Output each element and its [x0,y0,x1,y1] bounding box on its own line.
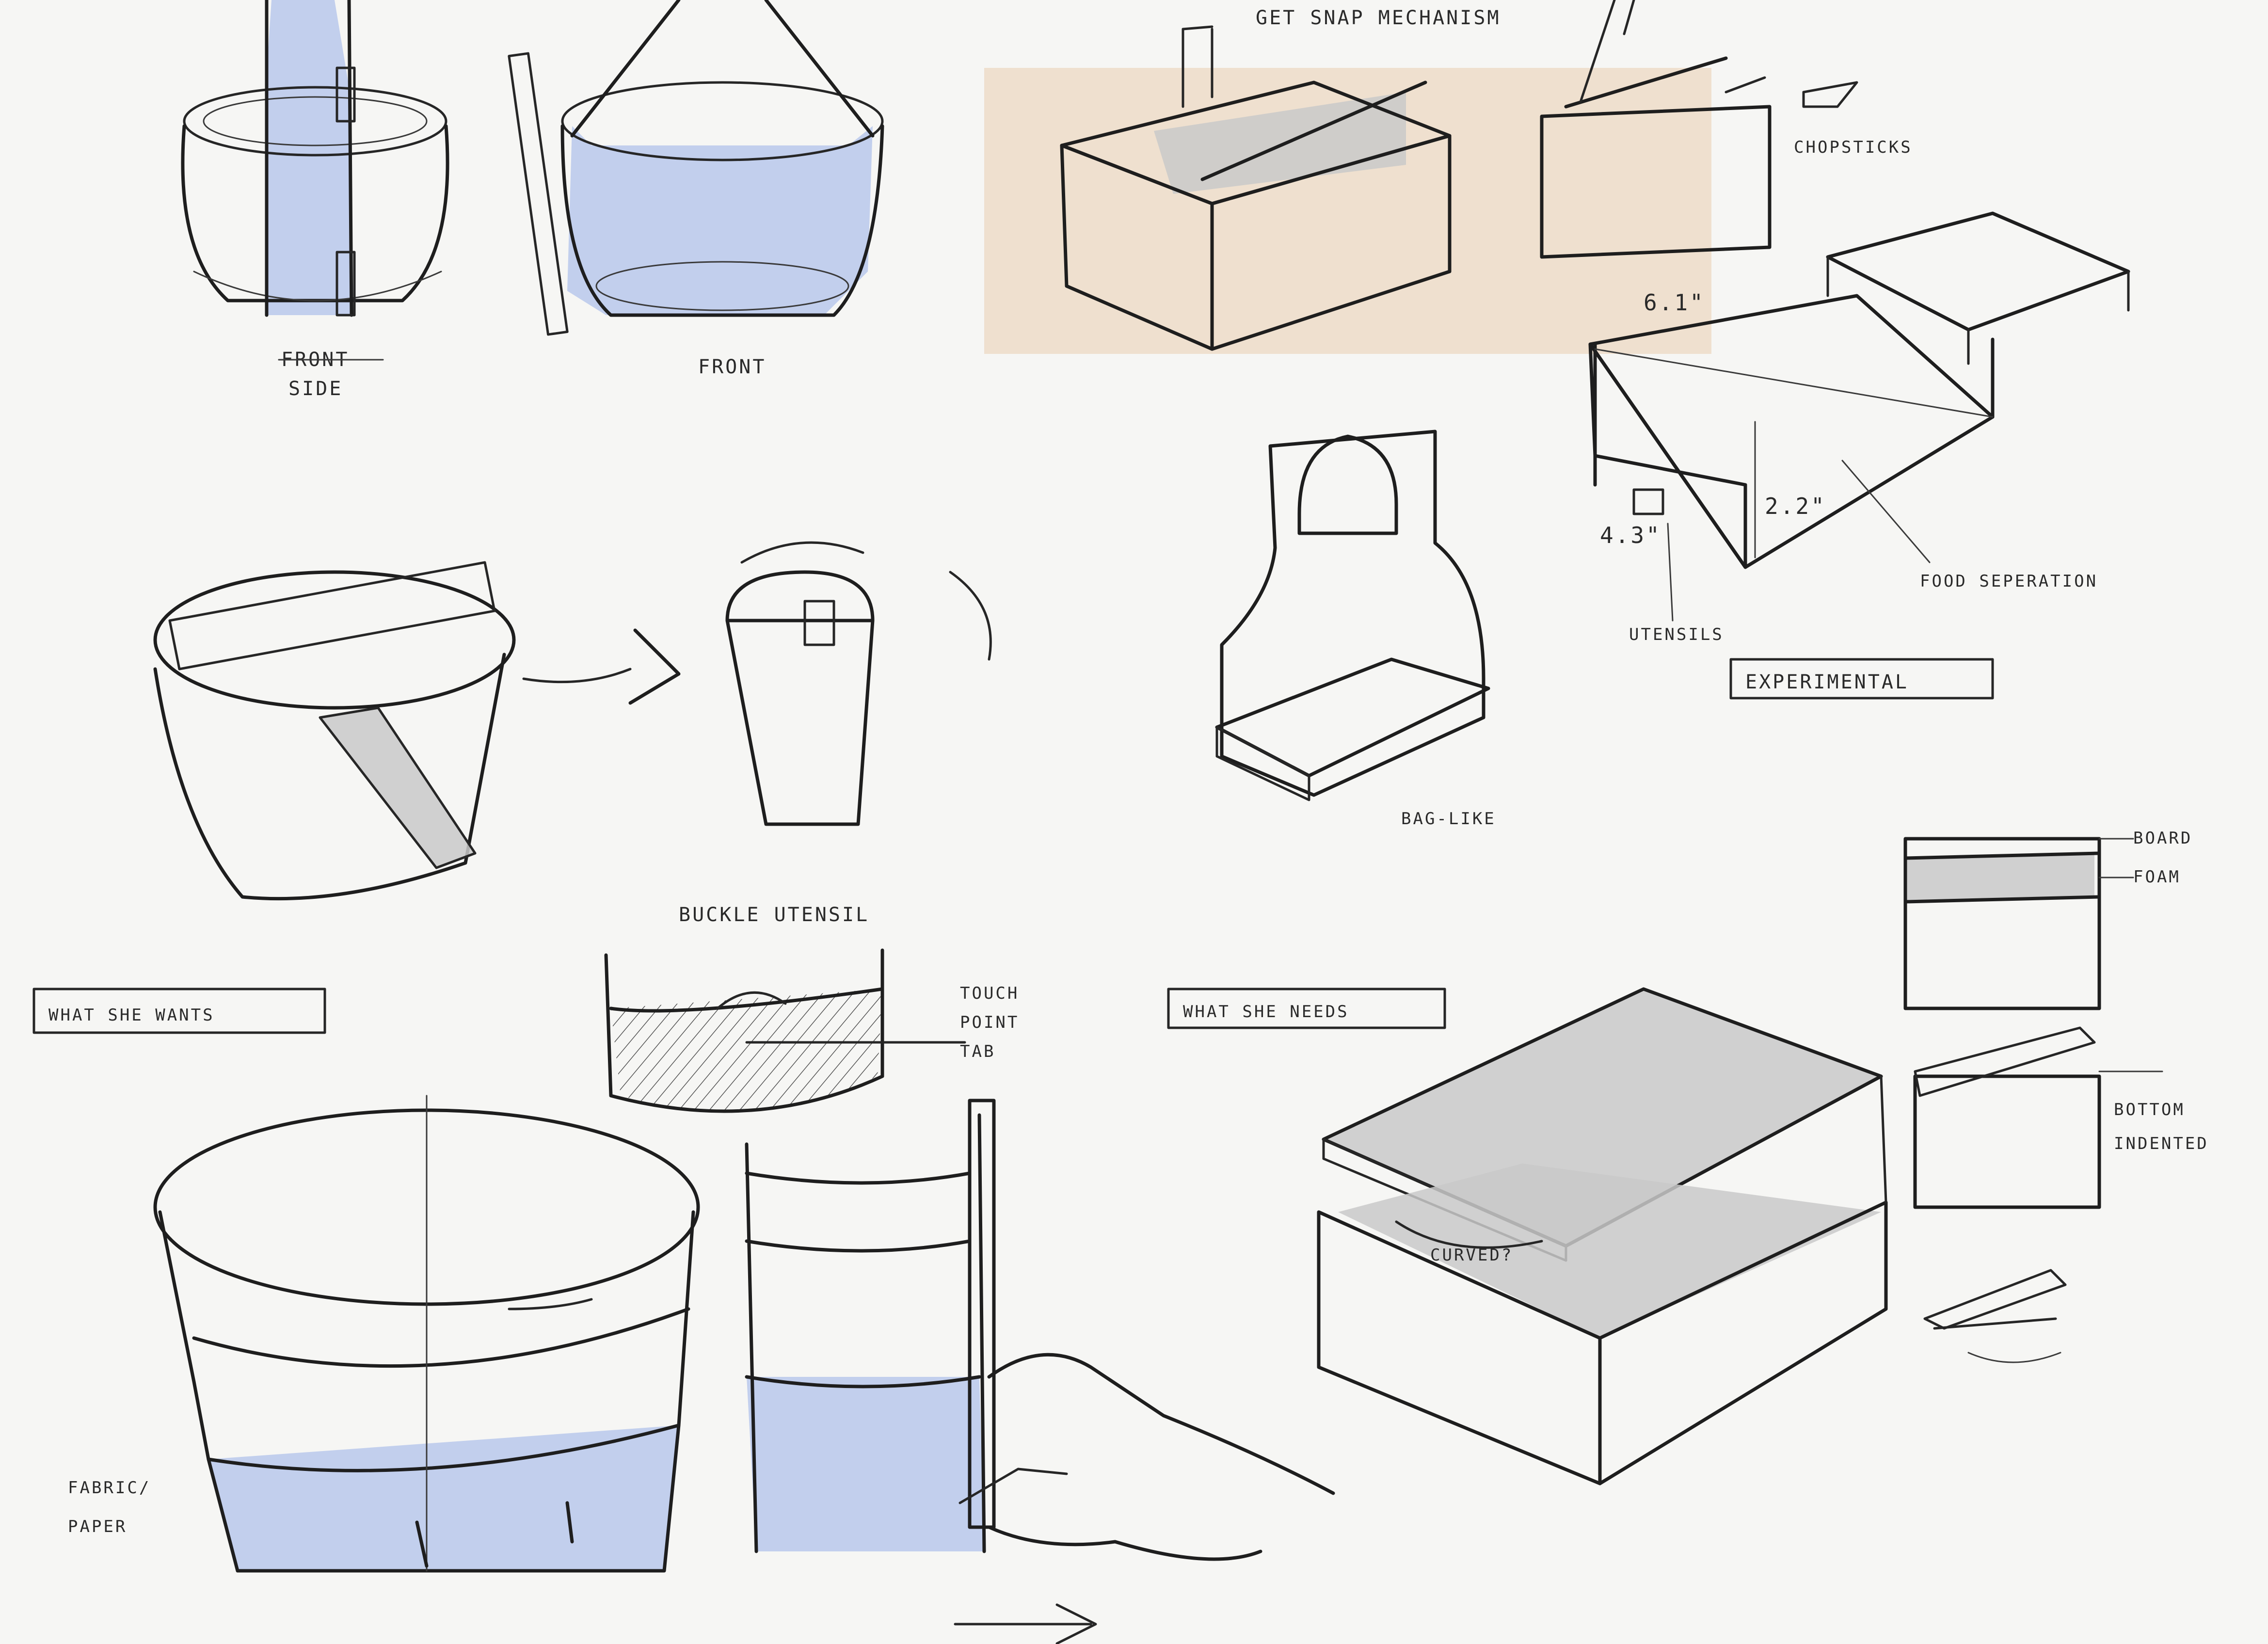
food-separation-label: FOOD SEPERATION [1920,572,2098,591]
point-label: POINT [960,1013,1019,1032]
side-label: SIDE [288,378,343,400]
fabric-label: FABRIC/ [68,1478,151,1498]
experimental-label: EXPERIMENTAL [1745,671,1909,693]
curved-label: CURVED? [1430,1245,1513,1265]
tab-label: TAB [960,1042,995,1061]
stacked-container-hand-sketch [745,1099,1335,1644]
wrapped-bowl-sketch [153,1095,700,1573]
touch-label: TOUCH [960,984,1019,1003]
what-she-wants-frame [32,988,326,1034]
food-separation-arrow [1841,460,1931,563]
bag-like-container-sketch [1215,430,1490,801]
board-foam-section-sketch [1903,837,2134,1010]
snap-box-sketch [984,25,1711,354]
dimension-width-label: 6.1" [1644,289,1705,316]
chopsticks-box-sketch [1540,0,1858,259]
dimension-height-label: 2.2" [1765,493,1826,519]
utensils-arrow [1667,523,1674,622]
paper-label: PAPER [68,1517,127,1536]
board-label: BOARD [2133,829,2192,848]
bag-like-label: BAG-LIKE [1401,809,1496,829]
bottom-label: BOTTOM [2114,1100,2185,1119]
pail-container-sketch [725,541,992,826]
front-label: FRONT [698,356,766,378]
buckle-utensil-bowl-sketch [153,561,681,901]
utensils-label: UTENSILS [1629,625,1724,644]
touch-point-tab-sketch [604,948,966,1113]
bowl-front-view-sketch [508,0,884,336]
what-she-needs-label: WHAT SHE NEEDS [1183,1002,1349,1022]
dimension-depth-label: 4.3" [1600,522,1661,548]
lidded-box-sketch [1317,987,1888,1485]
chopsticks-label: CHOPSTICKS [1794,138,1913,157]
foam-label: FOAM [2133,867,2181,887]
indented-label: INDENTED [2114,1134,2209,1153]
what-she-wants-label: WHAT SHE WANTS [48,1006,215,1025]
buckle-utensil-label: BUCKLE UTENSIL [679,904,869,926]
bottom-indented-sketch [1913,1026,2163,1363]
experimental-box-sketch [1588,211,2130,569]
snap-mechanism-label: GET SNAP MECHANISM [1256,7,1501,29]
experimental-box-frame [1729,658,1994,700]
bowl-side-view-sketch [181,0,449,317]
what-she-needs-frame [1167,988,1446,1029]
